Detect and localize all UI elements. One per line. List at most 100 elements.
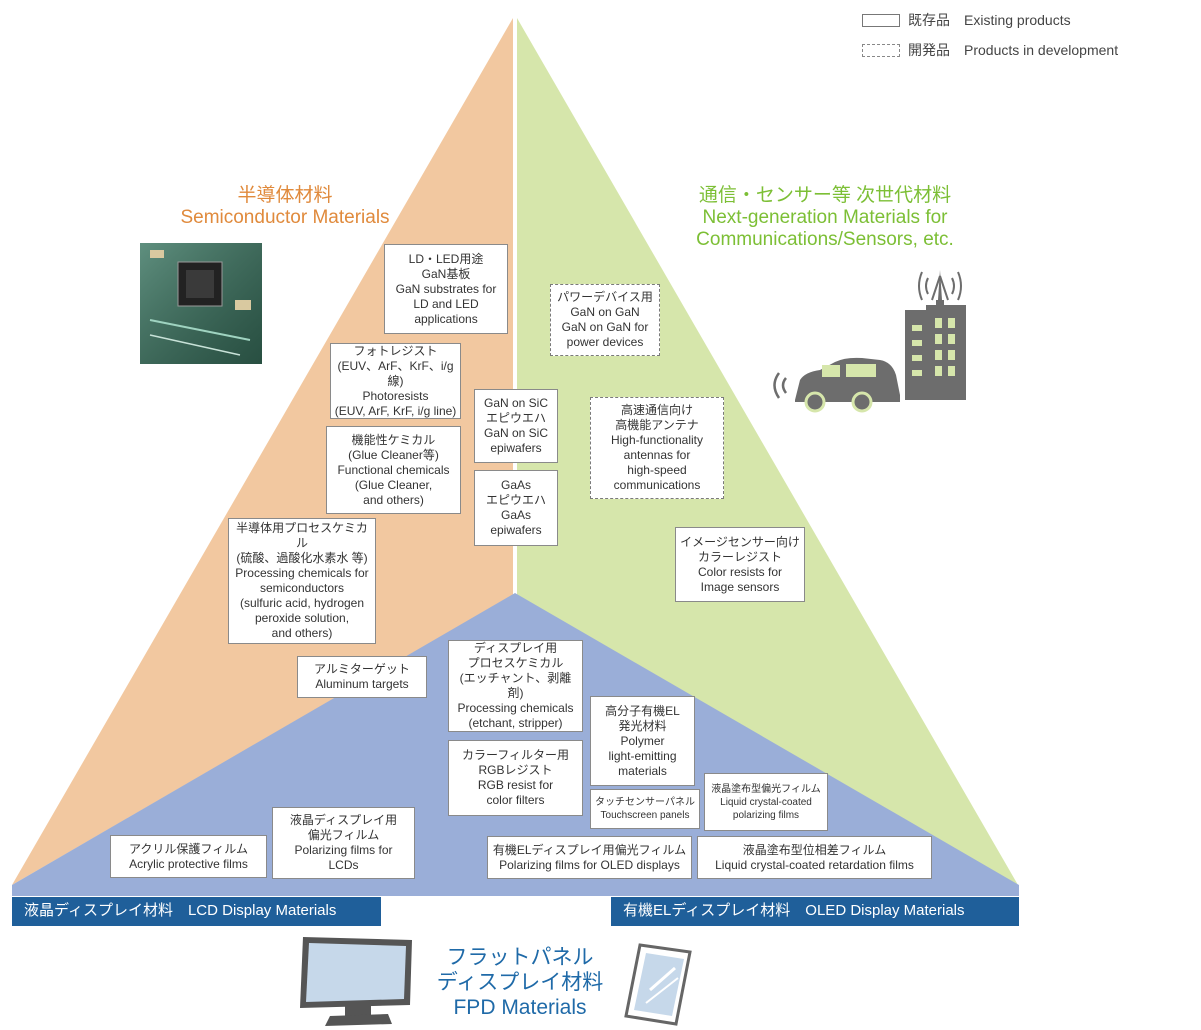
next-gen-title-en-2: Communications/Sensors, etc. xyxy=(696,229,954,250)
product-line: 高速通信向け xyxy=(620,403,693,417)
product-line: タッチセンサーパネル xyxy=(595,797,695,808)
lcd-band-label: 液晶ディスプレイ材料 LCD Display Materials xyxy=(24,902,337,919)
product-line: 偏光フィルム xyxy=(307,828,380,842)
product-line: パワーデバイス用 xyxy=(557,290,653,304)
product-line: LD and LED xyxy=(413,296,479,311)
product-line: カラーレジスト xyxy=(697,549,782,564)
product-line: Polarizing films for OLED displays xyxy=(499,857,680,872)
oled-band-label: 有機ELディスプレイ材料 OLED Display Materials xyxy=(623,902,965,919)
product-line: 機能性ケミカル xyxy=(351,432,436,447)
product-line: Processing chemicals for xyxy=(235,566,369,580)
semiconductor-title-jp: 半導体材料 xyxy=(237,185,333,206)
product-line: Liquid crystal-coated xyxy=(720,796,812,808)
product-line: 半導体用プロセスケミカル xyxy=(236,521,368,550)
product-line: Polymer xyxy=(620,733,665,748)
product-line: GaN on SiC xyxy=(483,396,549,410)
product-touchscreen-panels: タッチセンサーパネル Touchscreen panels xyxy=(590,789,700,829)
fpd-title-line-3: FPD Materials xyxy=(453,996,587,1019)
product-line: semiconductors xyxy=(259,581,345,595)
product-line: (EUV、ArF、KrF、i/g線) xyxy=(337,358,454,388)
product-line: applications xyxy=(414,311,478,326)
next-gen-region xyxy=(517,18,1018,885)
product-line: Acrylic protective films xyxy=(129,856,248,871)
semiconductor-region xyxy=(12,18,513,885)
product-line: and others) xyxy=(271,626,333,640)
product-line: RGB resist for xyxy=(477,778,554,792)
product-line: GaN on SiC xyxy=(483,426,549,440)
product-line: (硫酸、過酸化水素水 等) xyxy=(236,551,368,565)
semiconductor-title: 半導体材料 Semiconductor Materials xyxy=(170,185,400,229)
product-line: (sulfuric acid, hydrogen xyxy=(239,596,365,610)
legend-development: 開発品 Products in development xyxy=(862,40,1118,60)
product-line: peroxide solution, xyxy=(254,611,350,625)
product-line: Processing chemicals xyxy=(457,701,574,715)
product-display-process-chemicals: ディスプレイ用プロセスケミカル(エッチャント、剥離剤)Processing ch… xyxy=(448,640,583,732)
product-line: and others) xyxy=(363,492,424,507)
product-line: Color resists for xyxy=(697,564,783,579)
product-line: High-functionality xyxy=(610,433,704,447)
product-line: Photoresists xyxy=(362,388,429,403)
product-line: Aluminum targets xyxy=(315,677,409,691)
product-line: Image sensors xyxy=(700,579,780,594)
product-line: (etchant, stripper) xyxy=(468,716,563,730)
product-functional-chemicals: 機能性ケミカル(Glue Cleaner等)Functional chemica… xyxy=(326,426,461,514)
product-line: Touchscreen panels xyxy=(600,810,690,821)
next-gen-title-en-1: Next-generation Materials for xyxy=(702,207,948,228)
product-line: エピウエハ xyxy=(485,411,546,425)
product-line: (Glue Cleaner, xyxy=(354,477,433,492)
product-line: イメージセンサー向け xyxy=(680,534,800,549)
legend-existing-label: 既存品 Existing products xyxy=(908,12,1071,28)
product-line: アクリル保護フィルム xyxy=(129,841,248,856)
fpd-title: フラットパネル ディスプレイ材料 FPD Materials xyxy=(420,945,620,1020)
product-line: (Glue Cleaner等) xyxy=(348,447,439,462)
product-line: GaN on GaN xyxy=(570,305,640,319)
product-line: Liquid crystal-coated retardation films xyxy=(715,857,914,872)
product-line: GaN基板 xyxy=(421,266,471,281)
product-line: 液晶塗布型偏光フィルム xyxy=(711,783,821,795)
product-line: GaN on GaN for xyxy=(561,320,649,334)
product-line: epiwafers xyxy=(490,523,542,537)
product-line: LD・LED用途 xyxy=(408,251,484,266)
product-line: communications xyxy=(613,478,701,492)
product-line: ディスプレイ用 xyxy=(473,641,558,655)
product-line: Functional chemicals xyxy=(337,462,450,477)
product-line: フォトレジスト xyxy=(353,343,438,358)
product-line: polarizing films xyxy=(732,809,800,821)
semiconductor-title-en: Semiconductor Materials xyxy=(180,207,390,228)
product-line: LCDs xyxy=(328,858,359,872)
legend-development-label: 開発品 Products in development xyxy=(908,42,1119,58)
product-line: 高機能アンテナ xyxy=(615,418,699,432)
building-with-antenna-icon xyxy=(905,270,966,400)
lcd-band: 液晶ディスプレイ材料 LCD Display Materials xyxy=(12,897,381,926)
fpd-title-line-1: フラットパネル xyxy=(446,946,594,969)
smartphone-icon xyxy=(624,943,692,1026)
product-line: materials xyxy=(618,763,667,778)
development-swatch xyxy=(862,43,900,57)
product-line: (EUV, ArF, KrF, i/g line) xyxy=(334,403,457,418)
product-line: 液晶ディスプレイ用 xyxy=(289,813,398,827)
product-line: Polarizing films for xyxy=(294,843,393,857)
car-icon xyxy=(773,357,900,413)
product-line: epiwafers xyxy=(490,441,542,455)
product-line: アルミターゲット xyxy=(314,662,410,676)
product-line: (エッチャント、剥離剤) xyxy=(459,671,572,700)
product-line: 発光材料 xyxy=(618,718,667,733)
circuit-board-icon xyxy=(140,243,262,364)
product-line: power devices xyxy=(566,335,644,349)
next-gen-title-jp: 通信・センサー等 次世代材料 xyxy=(698,185,952,206)
product-line: GaAs xyxy=(500,508,531,522)
next-gen-title: 通信・センサー等 次世代材料 Next-generation Materials… xyxy=(665,185,985,251)
